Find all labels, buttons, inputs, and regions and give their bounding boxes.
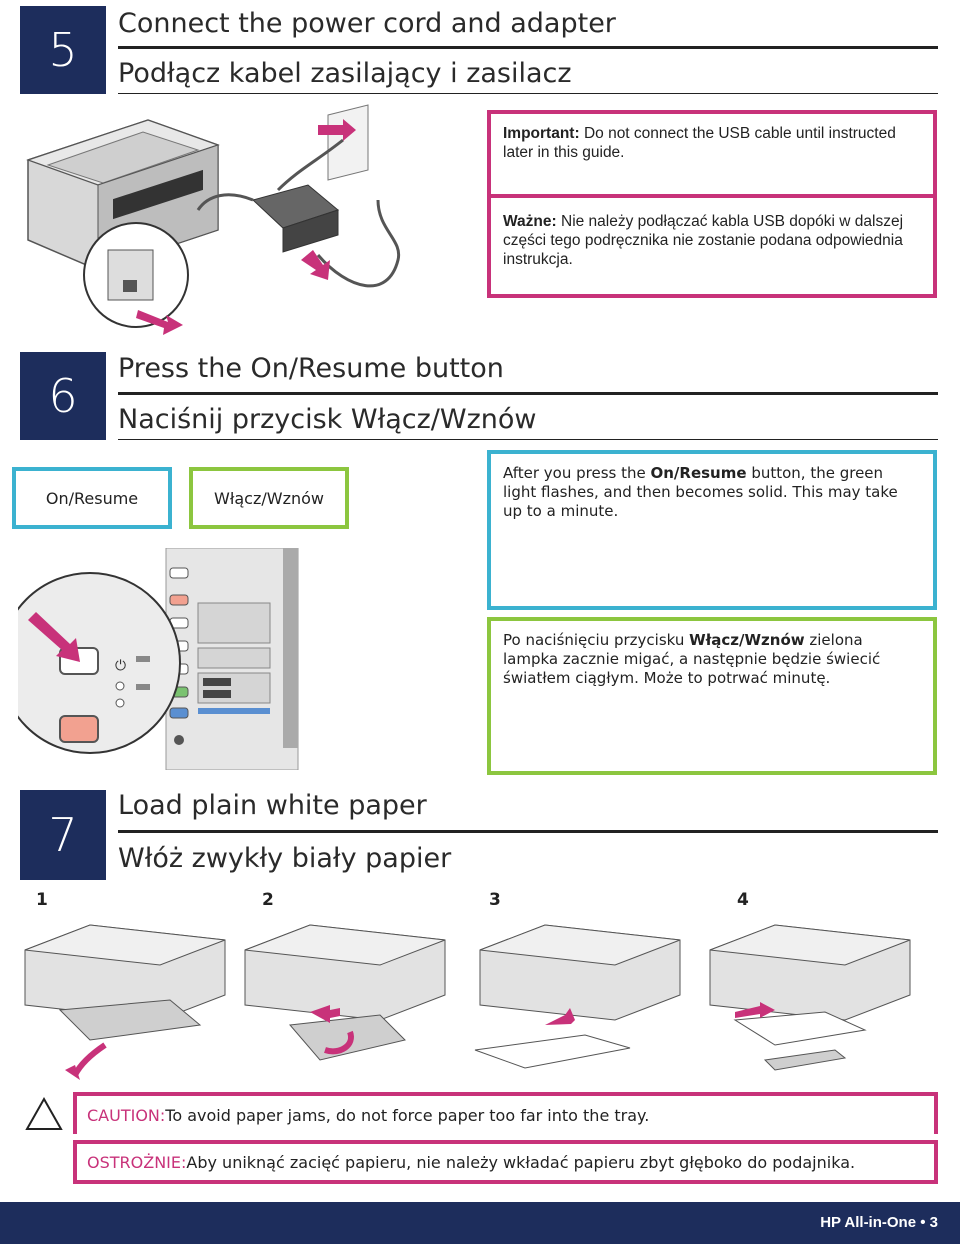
on-resume-label-en: On/Resume	[12, 467, 172, 529]
important-text: Do not connect the USB cable until instr…	[503, 125, 896, 161]
svg-text:⏻: ⏻	[115, 658, 126, 674]
step-7-title-pl: Włóż zwykły biały papier	[118, 843, 452, 874]
step-6-en-text: After you press the On/Resume button, th…	[503, 464, 921, 521]
caution-pl-label: OSTROŻNIE:	[87, 1152, 187, 1172]
step-6-title-pl: Naciśnij przycisk Włącz/Wznów	[118, 404, 537, 435]
en-text-bold: On/Resume	[650, 464, 747, 482]
step-6-title-en: Press the On/Resume button	[118, 353, 504, 384]
title-underline	[118, 93, 938, 94]
step-5-number: 5	[20, 6, 106, 94]
substep-1: 1	[36, 890, 48, 910]
warning-triangle-icon	[25, 1096, 63, 1130]
title-rule	[118, 392, 938, 395]
step-6-en-box: After you press the On/Resume button, th…	[487, 450, 937, 610]
pl-text-bold: Włącz/Wznów	[689, 631, 805, 649]
printer-2	[244, 924, 446, 1061]
power-cord-illustration	[26, 104, 401, 335]
step-6-pl-text: Po naciśnięciu przycisku Włącz/Wznów zie…	[503, 631, 921, 688]
step-7-title-en: Load plain white paper	[118, 790, 427, 821]
step-6-pl-box: Po naciśnięciu przycisku Włącz/Wznów zie…	[487, 617, 937, 775]
step-5-title-pl: Podłącz kabel zasilający i zasilacz	[118, 58, 572, 89]
important-note-box: Important: Do not connect the USB cable …	[487, 110, 937, 198]
substep-2: 2	[262, 890, 274, 910]
footer-bar: HP All-in-One • 3	[0, 1202, 960, 1244]
title-rule	[118, 46, 938, 49]
pl-text-post: zielona lampka zacznie migać, a następni…	[503, 631, 881, 687]
printer-1	[24, 924, 226, 1080]
control-panel-illustration: ⏻	[18, 548, 299, 770]
substep-4: 4	[737, 890, 749, 910]
important-label: Important:	[503, 125, 580, 142]
printer-3	[474, 924, 681, 1069]
en-text-pre: After you press the	[503, 464, 651, 482]
caution-pl-text: Aby uniknąć zacięć papieru, nie należy w…	[186, 1152, 856, 1172]
caution-en-text: To avoid paper jams, do not force paper …	[165, 1105, 650, 1125]
wazne-text: Nie należy podłączać kabla USB dopóki w …	[503, 213, 904, 268]
caution-en: CAUTION: To avoid paper jams, do not for…	[73, 1092, 938, 1134]
paper-loading-illustrations	[24, 924, 911, 1080]
wazne-note: Ważne: Nie należy podłączać kabla USB do…	[503, 212, 921, 269]
step-5-title-en: Connect the power cord and adapter	[118, 8, 616, 39]
wazne-label: Ważne:	[503, 213, 557, 230]
substep-3: 3	[489, 890, 501, 910]
wazne-note-box: Ważne: Nie należy podłączać kabla USB do…	[487, 198, 937, 298]
step-7-number: 7	[20, 790, 106, 880]
on-resume-label-pl: Włącz/Wznów	[189, 467, 349, 529]
caution-pl: OSTROŻNIE: Aby uniknąć zacięć papieru, n…	[73, 1140, 938, 1184]
title-underline	[118, 439, 938, 440]
pl-text-pre: Po naciśnięciu przycisku	[503, 631, 690, 649]
footer-text: HP All-in-One • 3	[820, 1214, 938, 1231]
printer-4	[709, 924, 911, 1071]
step-6-number: 6	[20, 352, 106, 440]
en-text-post: button, the green light flashes, and the…	[503, 464, 898, 520]
important-note: Important: Do not connect the USB cable …	[503, 124, 921, 162]
caution-en-label: CAUTION:	[87, 1105, 166, 1125]
title-rule	[118, 830, 938, 833]
